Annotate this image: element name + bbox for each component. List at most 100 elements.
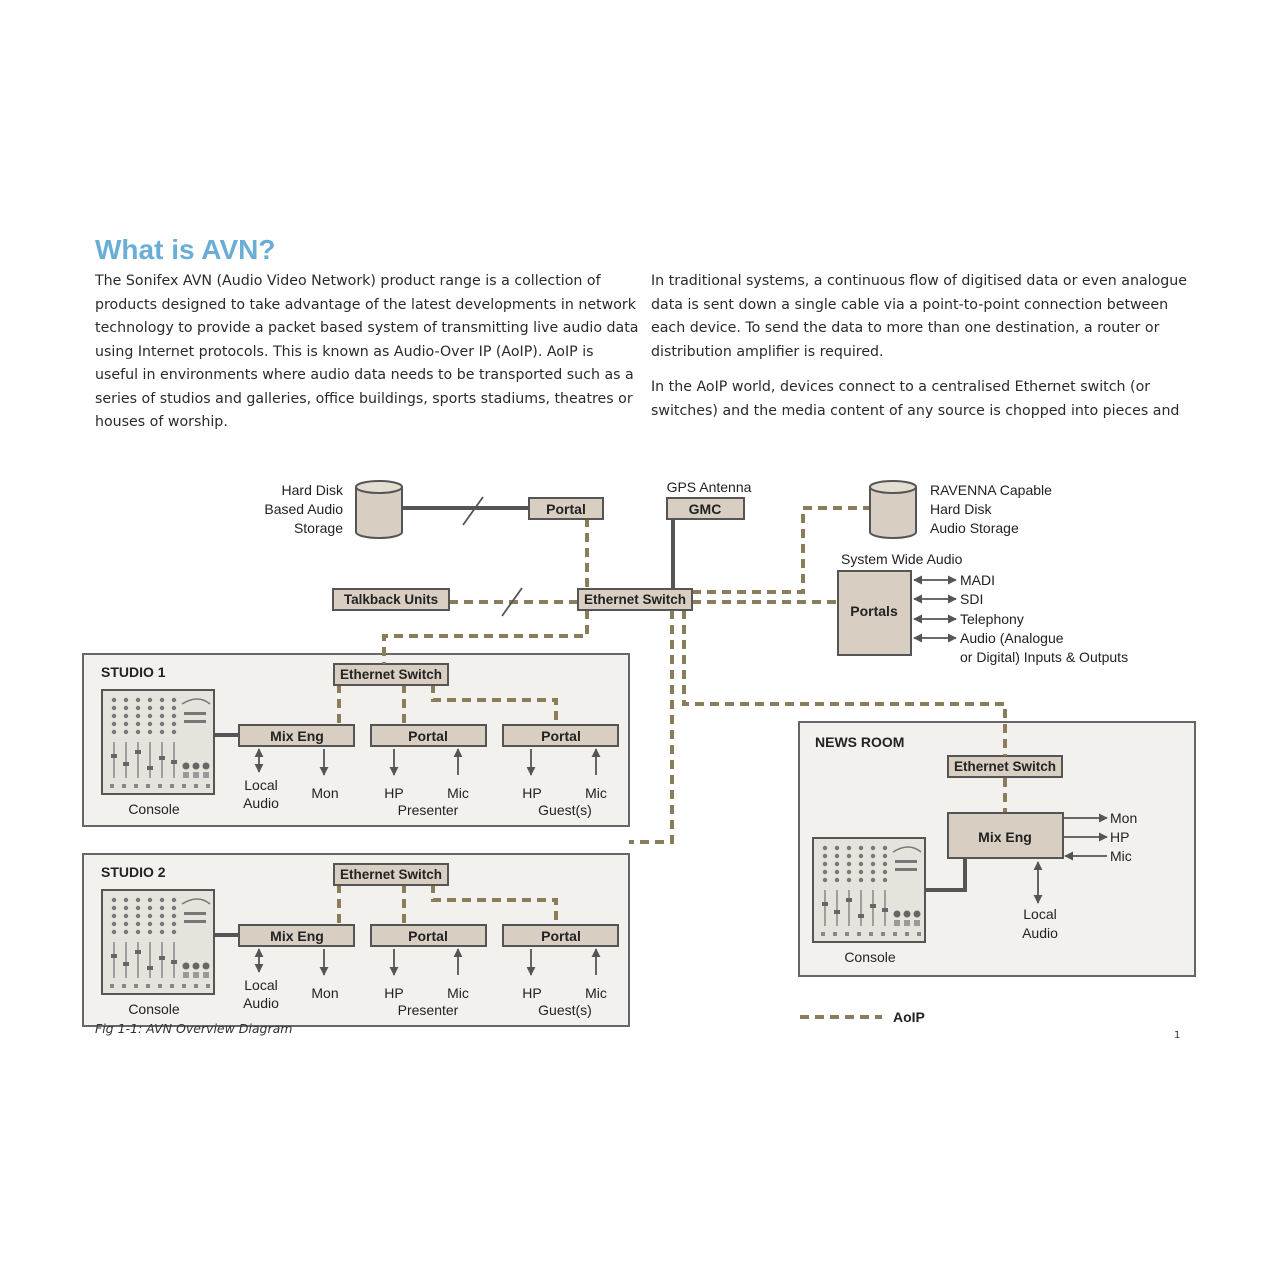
news-room-console-label: Console — [844, 949, 896, 965]
left-column-text: The Sonifex AVN (Audio Video Network) pr… — [95, 270, 638, 435]
svg-text:Portal: Portal — [541, 928, 581, 944]
text-line: products designed to take advantage of t… — [95, 296, 636, 313]
svg-text:Portal: Portal — [408, 928, 448, 944]
svg-text:Mix Eng: Mix Eng — [270, 728, 324, 744]
svg-text:Mix Eng: Mix Eng — [978, 829, 1032, 845]
studio-1-label: STUDIO 1 — [101, 664, 166, 680]
text-line: useful in environments where audio data … — [95, 367, 634, 383]
io-audio-label-line2: or Digital) Inputs & Outputs — [960, 649, 1128, 665]
studio-2-portal-guests: Portal — [502, 924, 619, 947]
studio-1-guests-label: Guest(s) — [538, 802, 592, 818]
system-wide-audio-label: System Wide Audio — [841, 551, 963, 567]
io-sdi-label: SDI — [960, 591, 983, 607]
studio-2-hp-presenter: HP — [384, 985, 403, 1001]
studio-1-console-icon — [101, 689, 215, 795]
right-column-paragraph-1: In traditional systems, a continuous flo… — [651, 270, 1187, 364]
ravenna-label-line1: RAVENNA Capable — [930, 482, 1052, 498]
studio-2-mon-label: Mon — [311, 985, 338, 1001]
studio-1-console-label: Console — [128, 801, 180, 817]
text-line: technology to provide a packet based sys… — [95, 320, 639, 336]
news-room-audio-label: Audio — [1022, 925, 1058, 941]
ravenna-storage-icon — [869, 480, 917, 539]
studio-2-presenter-label: Presenter — [398, 1002, 459, 1018]
hard-disk-storage-icon — [355, 480, 403, 539]
news-room-label: NEWS ROOM — [815, 734, 904, 750]
studio-1-portal-guests: Portal — [502, 724, 619, 747]
news-room-mic-label: Mic — [1110, 848, 1132, 864]
svg-text:Ethernet Switch: Ethernet Switch — [954, 759, 1056, 774]
text-line: distribution amplifier is required. — [651, 343, 884, 360]
text-line: data is sent down a single cable via a p… — [651, 296, 1169, 313]
main-ethernet-switch: Ethernet Switch — [577, 588, 693, 611]
studio-1-local-label: Local — [244, 777, 277, 793]
gps-antenna-label: GPS Antenna — [667, 479, 752, 495]
gmc-box: GMC — [666, 497, 745, 520]
news-room-mon-label: Mon — [1110, 810, 1137, 826]
studio-1-ethernet-switch: Ethernet Switch — [333, 663, 449, 686]
studio-1-mix-eng: Mix Eng — [238, 724, 355, 747]
news-room-ethernet-switch: Ethernet Switch — [947, 755, 1063, 778]
text-line: In traditional systems, a continuous flo… — [651, 273, 1188, 289]
page-number: 1 — [1174, 1030, 1181, 1041]
page-title: What is AVN? — [95, 234, 276, 265]
text-line: switches) and the media content of any s… — [651, 402, 1180, 419]
text-line: The Sonifex AVN (Audio Video Network) pr… — [95, 273, 601, 289]
studio-1-hp-presenter: HP — [384, 785, 403, 801]
legend-aoip: AoIP — [800, 1009, 925, 1025]
studio-1-presenter-label: Presenter — [398, 802, 459, 818]
svg-text:Portal: Portal — [541, 728, 581, 744]
svg-text:Ethernet Switch: Ethernet Switch — [340, 667, 442, 682]
svg-text:Portal: Portal — [546, 501, 586, 517]
io-audio-label-line1: Audio (Analogue — [960, 630, 1064, 646]
io-madi-label: MADI — [960, 572, 995, 588]
studio-2-mix-eng: Mix Eng — [238, 924, 355, 947]
portals-box: Portals — [837, 570, 912, 656]
top-portal-box: Portal — [528, 497, 604, 520]
news-room-mix-eng: Mix Eng — [947, 812, 1064, 859]
studio-2-mic-guests: Mic — [585, 985, 607, 1001]
text-line: In the AoIP world, devices connect to a … — [651, 379, 1151, 395]
studio-1-hp-guests: HP — [522, 785, 541, 801]
text-line: each device. To send the data to more th… — [651, 320, 1160, 336]
studio-2-ethernet-switch: Ethernet Switch — [333, 863, 449, 886]
svg-text:Portals: Portals — [850, 603, 898, 619]
hard-disk-label-line1: Hard Disk — [282, 482, 344, 498]
legend-aoip-label: AoIP — [893, 1009, 925, 1025]
svg-text:Ethernet Switch: Ethernet Switch — [584, 592, 686, 607]
studio-1-panel: STUDIO 1 Console Ethernet Switch Mix Eng… — [82, 653, 630, 827]
studio-1-mic-presenter: Mic — [447, 785, 469, 801]
studio-2-guests-label: Guest(s) — [538, 1002, 592, 1018]
news-room-hp-label: HP — [1110, 829, 1129, 845]
text-line: series of studios and galleries, office … — [95, 390, 633, 407]
studio-2-local-label: Local — [244, 977, 277, 993]
ravenna-label-line2: Hard Disk — [930, 501, 992, 517]
io-telephony-label: Telephony — [960, 611, 1024, 627]
svg-text:Mix Eng: Mix Eng — [270, 928, 324, 944]
studio-2-audio-label: Audio — [243, 995, 279, 1011]
studio-2-label: STUDIO 2 — [101, 864, 166, 880]
ravenna-label-line3: Audio Storage — [930, 520, 1019, 536]
studio-1-mon-label: Mon — [311, 785, 338, 801]
text-line: houses of worship. — [95, 414, 228, 430]
studio-2-portal-presenter: Portal — [370, 924, 487, 947]
studio-2-console-icon — [101, 889, 215, 995]
svg-text:Ethernet Switch: Ethernet Switch — [340, 867, 442, 882]
studio-2-mic-presenter: Mic — [447, 985, 469, 1001]
hard-disk-label-line2: Based Audio — [264, 501, 343, 517]
news-room-local-label: Local — [1023, 906, 1056, 922]
news-room-panel: NEWS ROOM Console Ethernet Switch Mix En… — [798, 721, 1196, 977]
studio-2-console-label: Console — [128, 1001, 180, 1017]
studio-2-panel: STUDIO 2 Console Ethernet Switch Mix Eng… — [82, 853, 630, 1027]
studio-1-portal-presenter: Portal — [370, 724, 487, 747]
right-column-paragraph-2: In the AoIP world, devices connect to a … — [651, 376, 1179, 423]
news-room-console-icon — [812, 837, 926, 943]
hard-disk-label-line3: Storage — [294, 520, 343, 536]
figure-caption: Fig 1-1: AVN Overview Diagram — [95, 1021, 293, 1036]
talkback-units-box: Talkback Units — [332, 588, 450, 611]
svg-text:Talkback Units: Talkback Units — [344, 592, 438, 607]
studio-1-audio-label: Audio — [243, 795, 279, 811]
svg-text:GMC: GMC — [689, 501, 722, 517]
studio-1-mic-guests: Mic — [585, 785, 607, 801]
